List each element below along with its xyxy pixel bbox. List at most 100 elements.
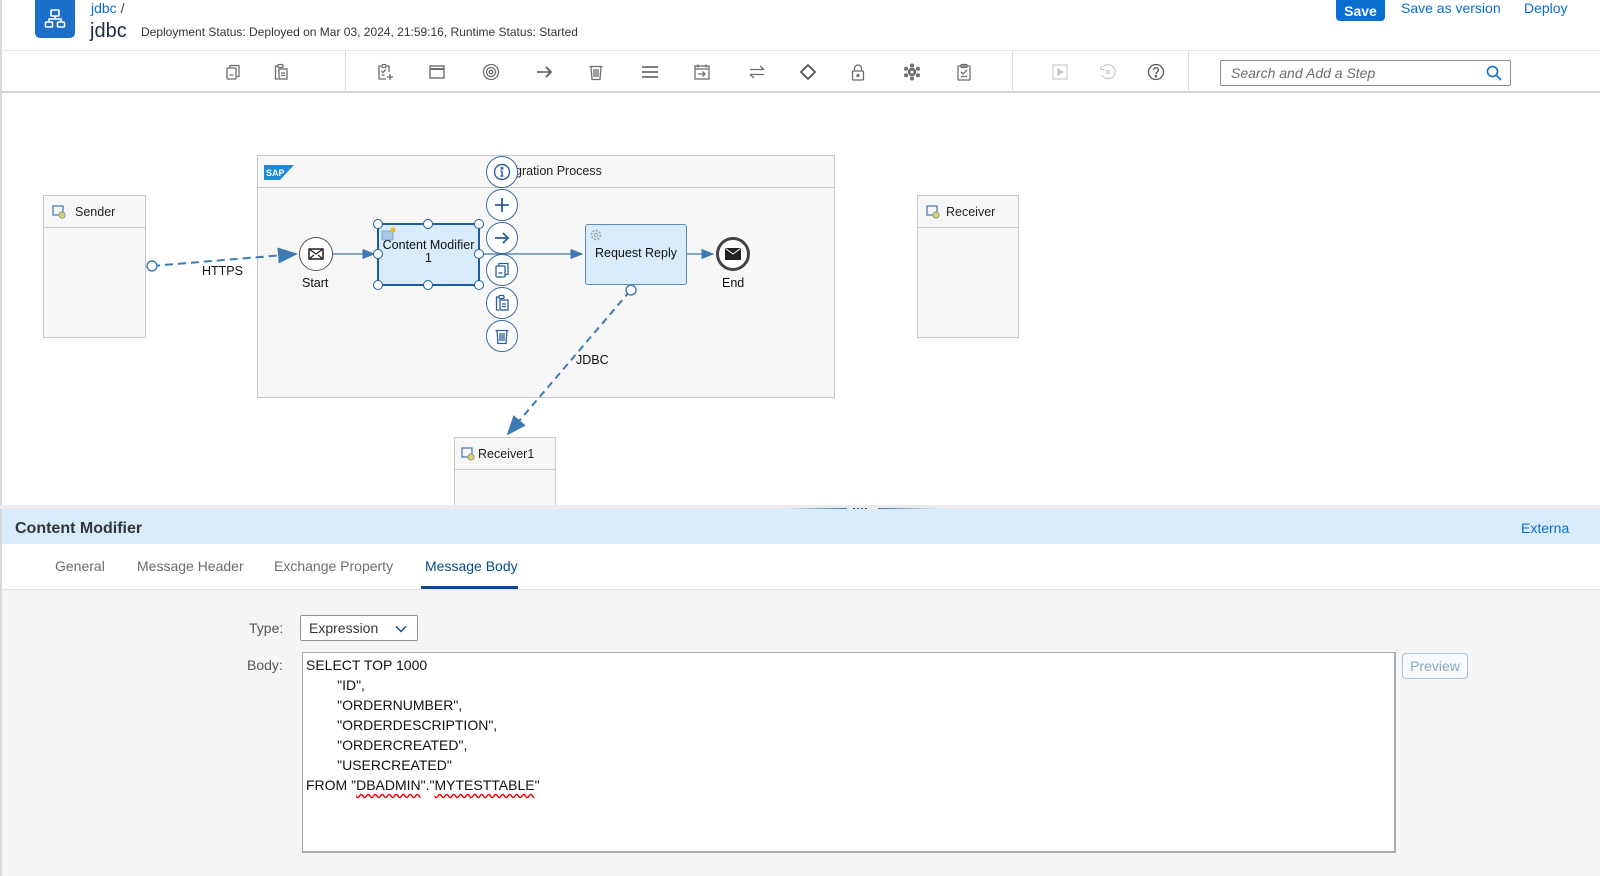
https-connection-label[interactable]: HTTPS: [202, 264, 243, 278]
breadcrumb-separator: /: [120, 0, 125, 16]
envelope-filled-icon: [725, 248, 741, 260]
tab-message-header[interactable]: Message Header: [137, 558, 244, 574]
participant-icon: [926, 204, 940, 219]
resize-handle[interactable]: [423, 219, 433, 229]
window-icon[interactable]: [427, 62, 447, 82]
add-step-icon[interactable]: [375, 62, 395, 82]
preview-button[interactable]: Preview: [1402, 653, 1468, 679]
resize-handle[interactable]: [474, 249, 484, 259]
undo-cancel-icon: [1098, 62, 1118, 82]
sql-schema-misspelled: DBADMIN: [356, 777, 421, 793]
body-line: SELECT TOP 1000: [306, 657, 428, 673]
sender-participant[interactable]: Sender: [43, 195, 146, 338]
sql-from: FROM ": [306, 777, 357, 793]
copy-icon[interactable]: [223, 62, 243, 82]
externalize-link[interactable]: Externa: [1521, 520, 1570, 536]
resize-handle[interactable]: [373, 249, 383, 259]
trash-icon: [495, 329, 509, 345]
breadcrumb-link-jdbc[interactable]: jdbc: [91, 0, 117, 16]
arrow-right-icon[interactable]: [534, 62, 554, 82]
clipboard-check-icon[interactable]: [954, 62, 974, 82]
swap-icon[interactable]: [747, 62, 767, 82]
integration-process[interactable]: SAP gration Process: [257, 155, 835, 398]
request-reply-label: Request Reply: [595, 246, 677, 260]
deploy-button[interactable]: Deploy: [1524, 0, 1568, 16]
target-icon[interactable]: [481, 62, 501, 82]
body-line: "ORDERDESCRIPTION",: [306, 717, 498, 733]
request-reply-step[interactable]: Request Reply: [585, 224, 687, 285]
toolbar-divider: [1188, 51, 1189, 93]
lock-icon[interactable]: [848, 62, 868, 82]
content-modifier-step[interactable]: Content Modifier 1: [377, 223, 480, 286]
paste-icon: [495, 294, 509, 311]
gear-cluster-icon[interactable]: [902, 62, 922, 82]
search-add-step: [1220, 60, 1511, 86]
tab-message-body[interactable]: Message Body: [425, 558, 518, 574]
participant-icon: [461, 446, 475, 461]
content-modifier-number: 1: [425, 251, 432, 265]
receiver1-participant[interactable]: Receiver1: [454, 437, 556, 509]
resize-handle[interactable]: [474, 219, 484, 229]
properties-title: Content Modifier: [15, 520, 143, 537]
paste-step-button[interactable]: [486, 287, 518, 319]
save-as-version-button[interactable]: Save as version: [1401, 0, 1501, 16]
search-icon[interactable]: [1486, 65, 1502, 81]
gear-icon: [590, 229, 602, 241]
search-input[interactable]: [1221, 61, 1471, 85]
deployment-status: Deployment Status: Deployed on Mar 03, 2…: [141, 25, 578, 39]
type-select[interactable]: Expression: [300, 615, 418, 641]
info-button[interactable]: [486, 156, 518, 188]
page-title: jdbc: [90, 20, 127, 42]
receiver-label: Receiver: [946, 204, 996, 219]
body-line: "ORDERNUMBER",: [306, 697, 463, 713]
toolbar-divider: [345, 51, 346, 93]
copy-icon: [495, 262, 509, 278]
resize-handle[interactable]: [423, 280, 433, 290]
tab-general[interactable]: General: [55, 558, 105, 574]
envelope-icon: [308, 248, 324, 260]
menu-icon[interactable]: [640, 62, 660, 82]
integration-process-header: SAP gration Process: [258, 156, 834, 188]
delete-step-button[interactable]: [486, 320, 518, 352]
panel-splitter[interactable]: [0, 505, 1600, 509]
chevron-down-icon: [395, 626, 407, 633]
body-label: Body:: [247, 657, 283, 673]
type-label: Type:: [249, 620, 284, 636]
resize-handle[interactable]: [474, 280, 484, 290]
body-line-from: FROM "DBADMIN"."MYTESTTABLE": [306, 775, 1391, 795]
connect-button[interactable]: [486, 222, 518, 254]
start-label: Start: [302, 276, 329, 290]
resize-handle[interactable]: [373, 219, 383, 229]
properties-tabs: General Message Header Exchange Property…: [0, 544, 1600, 590]
help-icon[interactable]: [1146, 62, 1166, 82]
jdbc-connection-label[interactable]: JDBC: [576, 353, 609, 367]
calendar-arrow-icon[interactable]: [692, 62, 712, 82]
diamond-icon[interactable]: [798, 62, 818, 82]
trash-icon[interactable]: [586, 62, 606, 82]
tab-exchange-property[interactable]: Exchange Property: [274, 558, 394, 574]
paste-icon[interactable]: [271, 62, 291, 82]
process-canvas[interactable]: Sender Receiver Receiver1 SAP gration Pr…: [0, 93, 1600, 509]
body-line: "USERCREATED": [306, 757, 452, 773]
save-button[interactable]: Save: [1336, 0, 1385, 21]
properties-header: Content Modifier Externa: [0, 509, 1600, 544]
sql-quote: ": [534, 777, 540, 793]
editor-toolbar: [0, 50, 1600, 93]
message-body-panel: Type: Expression Body: SELECT TOP 1000 "…: [0, 590, 1600, 876]
end-event[interactable]: [716, 237, 750, 271]
copy-step-button[interactable]: [486, 254, 518, 286]
resize-handle[interactable]: [373, 280, 383, 290]
receiver-participant[interactable]: Receiver: [917, 195, 1019, 338]
participant-icon: [52, 204, 66, 219]
end-label: End: [722, 276, 745, 290]
body-line: "ID",: [306, 677, 365, 693]
content-modifier-icon: [381, 227, 396, 241]
breadcrumb: jdbc /: [91, 0, 124, 16]
integration-process-title: gration Process: [515, 164, 602, 178]
start-event[interactable]: [299, 237, 333, 271]
body-textarea[interactable]: SELECT TOP 1000 "ID", "ORDERNUMBER", "OR…: [302, 652, 1396, 853]
integration-flow-icon: [35, 0, 75, 38]
add-button[interactable]: [486, 189, 518, 221]
receiver-header: Receiver: [918, 196, 1018, 228]
